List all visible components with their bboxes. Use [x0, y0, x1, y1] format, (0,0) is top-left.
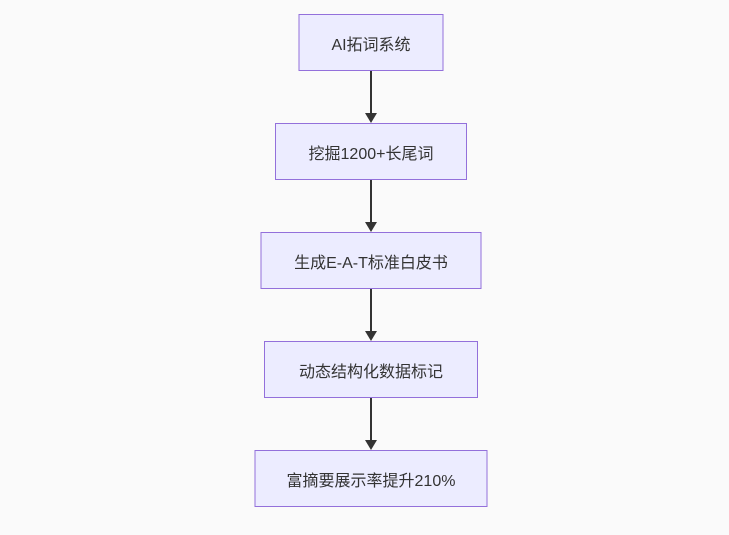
flow-node-dynamic-structured-data-markup: 动态结构化数据标记 [264, 341, 478, 398]
arrowhead-down-icon [365, 113, 377, 123]
flow-node-label: 富摘要展示率提升210% [286, 472, 456, 490]
flow-node-mine-longtail-keywords: 挖掘1200+长尾词 [275, 123, 467, 180]
edge-arrow-3 [365, 289, 377, 341]
arrowhead-down-icon [365, 331, 377, 341]
arrowhead-down-icon [365, 222, 377, 232]
edge-arrow-1 [365, 71, 377, 123]
edge-line [370, 398, 372, 440]
edge-line [370, 180, 372, 222]
flow-node-label: AI拓词系统 [331, 36, 411, 54]
edge-arrow-2 [365, 180, 377, 232]
flow-node-label: 动态结构化数据标记 [298, 363, 443, 381]
edge-line [370, 289, 372, 331]
edge-arrow-4 [365, 398, 377, 450]
flow-node-label: 生成E-A-T标准白皮书 [294, 254, 448, 272]
flow-node-ai-word-expansion-system: AI拓词系统 [298, 14, 444, 71]
flow-node-rich-snippet-rate-increase: 富摘要展示率提升210% [254, 450, 488, 507]
edge-line [370, 71, 372, 113]
flow-node-generate-eat-whitepaper: 生成E-A-T标准白皮书 [260, 232, 482, 289]
arrowhead-down-icon [365, 440, 377, 450]
flow-node-label: 挖掘1200+长尾词 [308, 145, 434, 163]
